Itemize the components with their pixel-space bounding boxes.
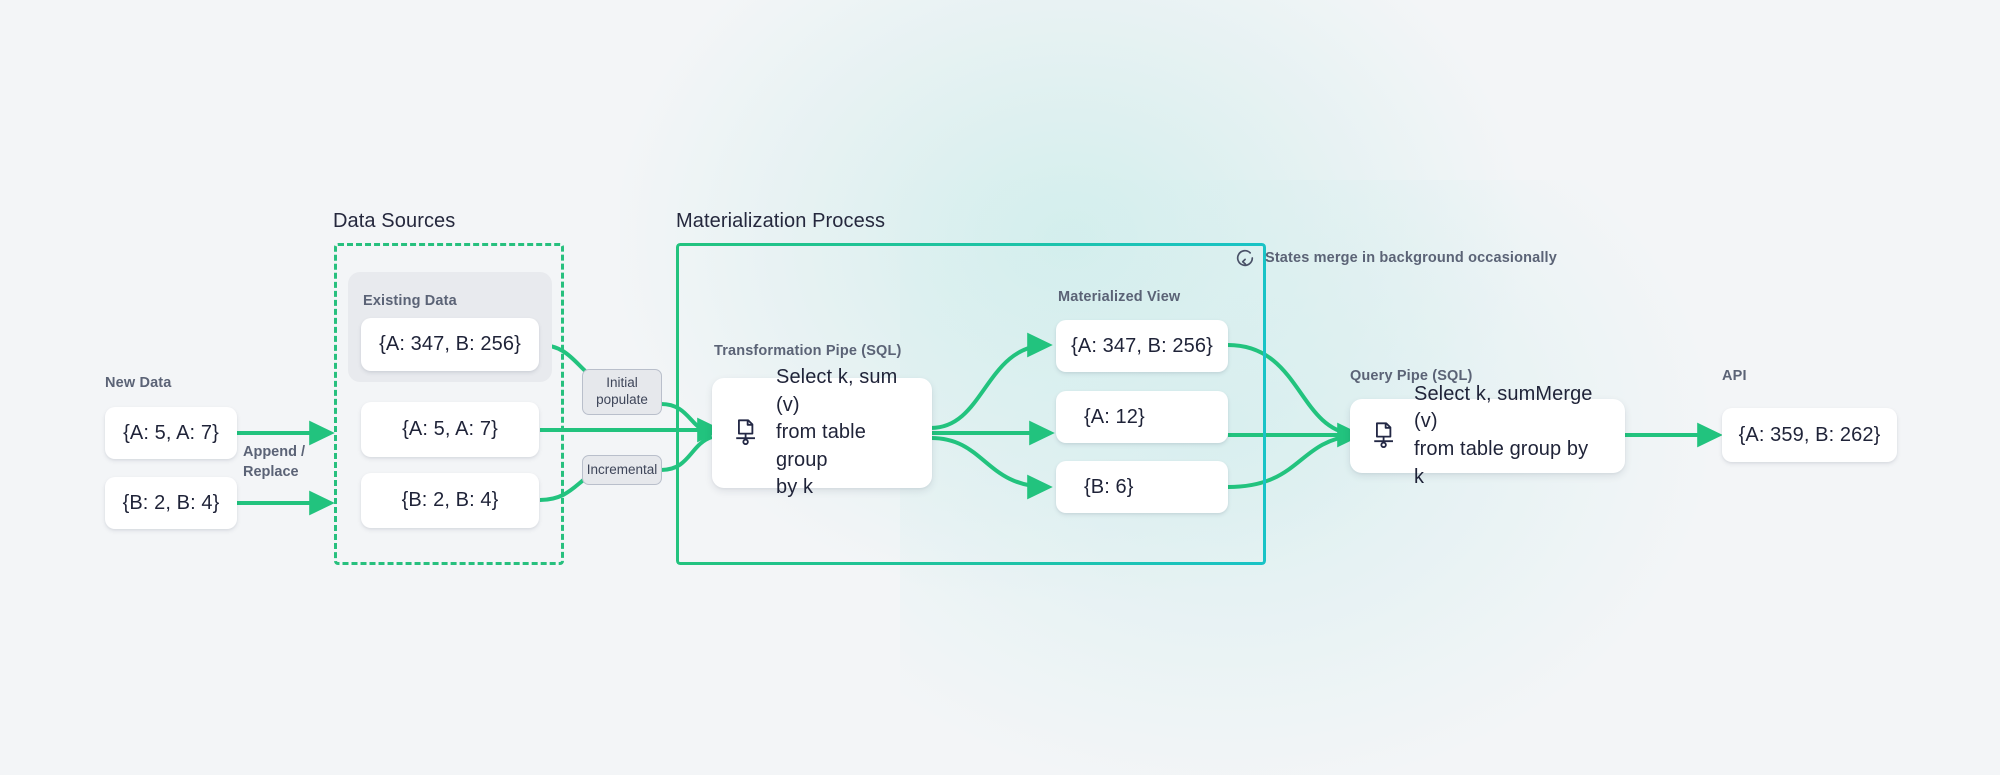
existing-data-card-2[interactable]: {A: 5, A: 7} [361,402,539,457]
query-sql-line-2: from table group by k [1414,438,1589,488]
new-data-card-1[interactable]: {A: 5, A: 7} [105,407,237,459]
api-label: API [1722,368,1747,384]
query-sql-line-1: Select k, sumMerge (v) [1414,382,1593,433]
transformation-pipe-label: Transformation Pipe (SQL) [714,343,902,359]
section-title-data-sources: Data Sources [333,210,456,232]
section-title-materialization: Materialization Process [676,210,886,232]
transformation-pipe-sql: Select k, sum (v) from table group by k [776,364,910,502]
materialized-view-label: Materialized View [1058,289,1181,305]
query-pipe-card[interactable]: Select k, sumMerge (v) from table group … [1350,383,1625,488]
transformation-sql-line-3: by k [776,476,814,499]
transformation-pipe-card[interactable]: Select k, sum (v) from table group by k [712,366,932,498]
badge-initial-populate-line-2: populate [596,392,648,407]
transformation-sql-line-1: Select k, sum (v) [776,366,898,416]
states-merge-note-text: States merge in background occasionally [1265,250,1557,266]
badge-initial-populate-line-1: Initial [606,375,638,391]
materialized-view-card-3[interactable]: {B: 6} [1056,461,1228,513]
states-merge-note: States merge in background occasionally [1234,247,1557,269]
query-pipe-label: Query Pipe (SQL) [1350,368,1473,384]
materialized-view-card-2[interactable]: {A: 12} [1056,391,1228,443]
existing-data-card-3[interactable]: {B: 2, B: 4} [361,473,539,528]
badge-initial-populate[interactable]: Initial populate [582,369,662,415]
append-replace-line-2: Replace [243,463,299,480]
new-data-card-2[interactable]: {B: 2, B: 4} [105,477,237,529]
pipe-icon [1374,422,1393,449]
existing-data-card-1[interactable]: {A: 347, B: 256} [361,318,539,371]
transformation-sql-line-2: from table group [776,421,866,471]
api-card-1[interactable]: {A: 359, B: 262} [1722,408,1897,462]
badge-incremental[interactable]: Incremental [582,455,662,485]
append-replace-line-1: Append / [243,444,306,460]
pipe-icon [736,419,755,446]
materialized-view-card-1[interactable]: {A: 347, B: 256} [1056,320,1228,372]
append-replace-label: Append / Replace [243,443,305,482]
existing-data-label: Existing Data [363,293,457,309]
new-data-label: New Data [105,375,172,391]
refresh-icon [1236,249,1254,267]
data-sources-zone [334,243,564,565]
query-pipe-sql: Select k, sumMerge (v) from table group … [1414,381,1603,491]
